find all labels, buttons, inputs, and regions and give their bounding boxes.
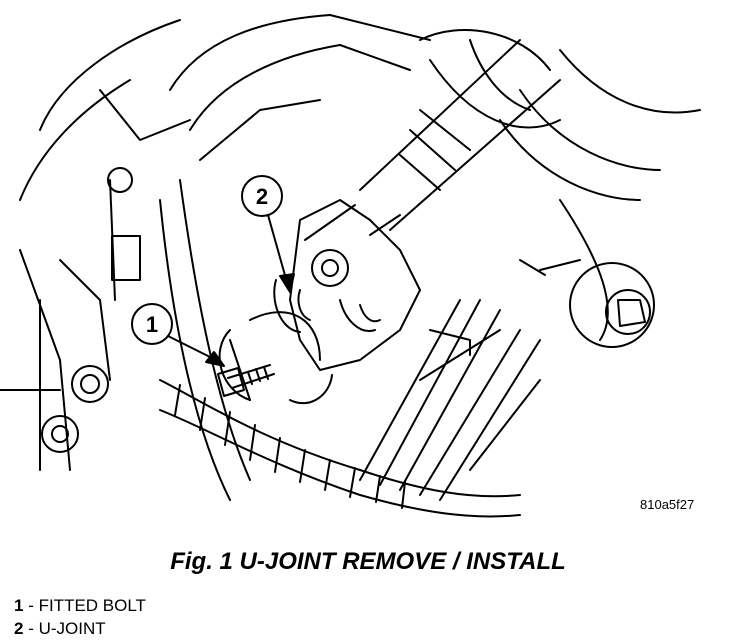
left-frame	[0, 19, 191, 471]
legend-number: 2	[14, 619, 24, 638]
gear-housing	[218, 311, 333, 405]
callout-2-number: 2	[256, 184, 268, 209]
legend-separator: -	[23, 596, 39, 615]
frame-bolt-top	[107, 167, 133, 193]
wiring-harness	[159, 379, 521, 518]
legend-number: 1	[14, 596, 24, 615]
u-joint-illustration: 1 2	[0, 14, 701, 518]
frame-bolt-upper	[71, 365, 109, 403]
gear-input-shaft	[519, 259, 655, 348]
column-shroud	[159, 14, 431, 501]
legend-item-fitted-bolt: 1 - FITTED BOLT	[14, 594, 146, 617]
steering-boot	[499, 49, 701, 341]
callout-1-number: 1	[146, 312, 158, 337]
figure-caption: Fig. 1 U-JOINT REMOVE / INSTALL	[170, 548, 566, 575]
figure-code: 810a5f27	[640, 497, 695, 512]
u-joint-assembly	[273, 199, 421, 371]
callout-2: 2	[241, 175, 295, 293]
legend-item-u-joint: 2 - U-JOINT	[14, 617, 146, 640]
rack-lines	[359, 299, 541, 501]
legend-label: U-JOINT	[38, 619, 106, 638]
intermediate-shaft	[359, 29, 561, 231]
legend: 1 - FITTED BOLT 2 - U-JOINT	[14, 594, 146, 640]
fitted-bolt	[217, 364, 275, 397]
callout-1: 1	[131, 303, 225, 367]
frame-bolt-lower	[41, 415, 79, 453]
legend-separator: -	[23, 619, 39, 638]
legend-label: FITTED BOLT	[38, 596, 146, 615]
